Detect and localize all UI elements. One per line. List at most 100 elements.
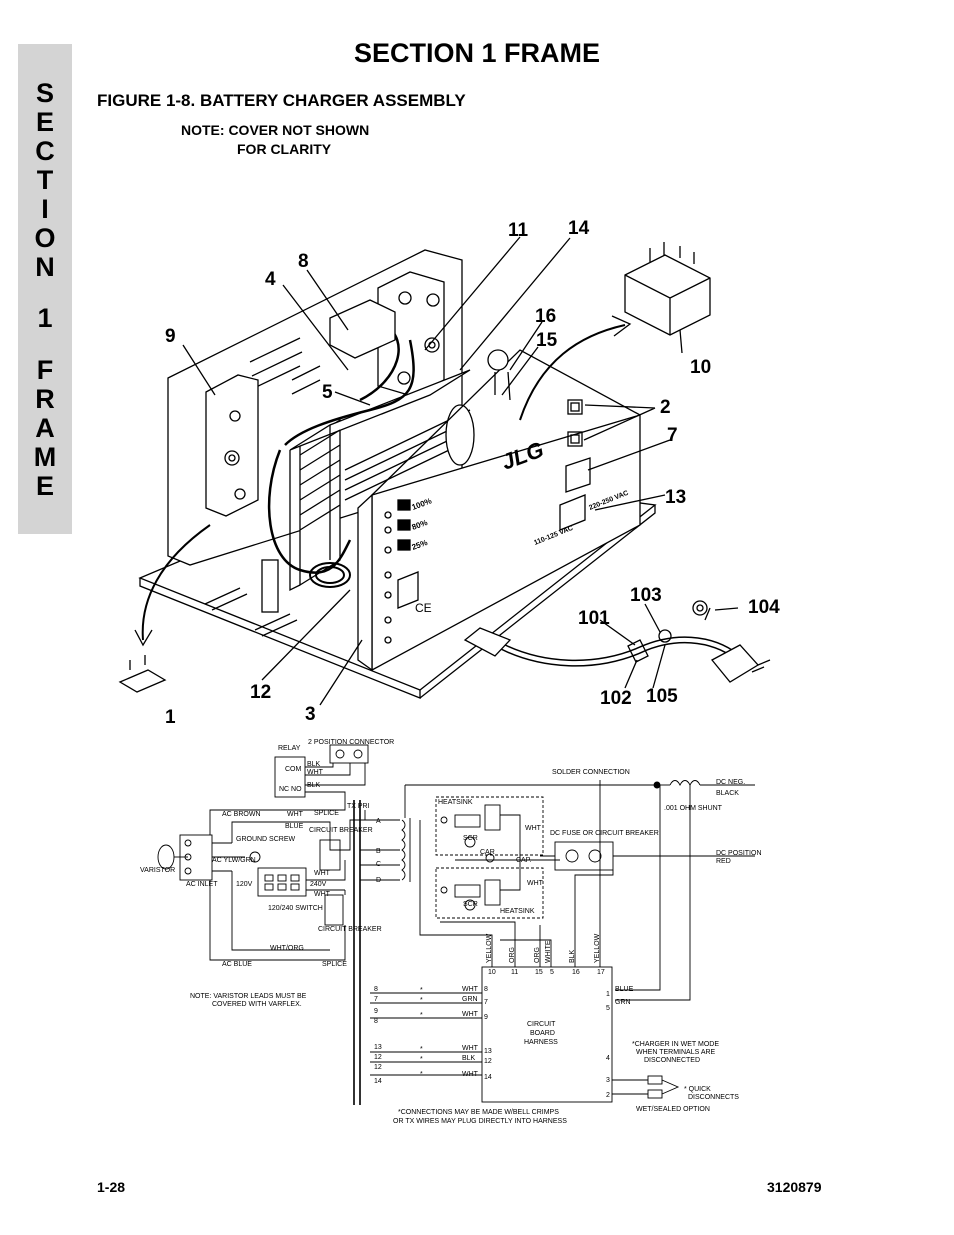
relay-label: RELAY <box>278 745 301 752</box>
board-label-line3: HARNESS <box>524 1039 558 1046</box>
callout-14: 14 <box>568 218 590 239</box>
harness-right-pin: 3 <box>606 1077 610 1084</box>
black-label: BLACK <box>716 790 739 797</box>
car-label: CAR <box>480 849 495 856</box>
callout-15: 15 <box>536 330 558 351</box>
red-label: RED <box>716 858 731 865</box>
wire-blk-label: BLK <box>307 761 321 768</box>
svg-text:*: * <box>420 1046 423 1053</box>
callout-104: 104 <box>748 597 780 618</box>
solder-connection-label: SOLDER CONNECTION <box>552 769 630 776</box>
wire-wht-label: WHT <box>527 880 544 887</box>
page-number: 1-28 <box>97 1179 126 1195</box>
scr-label: SCR <box>463 901 478 908</box>
board-label-line1: CIRCUIT <box>527 1021 556 1028</box>
harness-row-pin: 7 <box>484 999 488 1006</box>
callout-8: 8 <box>298 251 309 272</box>
switch-label: 120/240 SWITCH <box>268 905 323 912</box>
harness-row-color: BLK <box>462 1055 476 1062</box>
harness-top-pin: 5 <box>550 969 554 976</box>
harness-row-pin: 14 <box>484 1074 492 1081</box>
callout-7: 7 <box>667 425 678 446</box>
board-label-line2: BOARD <box>530 1030 555 1037</box>
scr-label: SCR <box>463 835 478 842</box>
harness-top-pin: 17 <box>597 969 605 976</box>
wire-grn-label: GRN <box>615 999 631 1006</box>
harness-aux-num: 12 <box>374 1064 382 1071</box>
harness-row-num: 7 <box>374 996 378 1003</box>
side-letter: N <box>35 252 55 282</box>
section-side-tab: S E C T I O N 1 F R A M E <box>18 44 72 534</box>
harness-row-num: 12 <box>374 1054 382 1061</box>
side-letter: 1 <box>37 303 53 333</box>
harness-row-num: 14 <box>374 1078 382 1085</box>
varistor-label: VARISTOR <box>140 867 175 874</box>
harness-top-pin: 16 <box>572 969 580 976</box>
quick-disconnect-line2: DISCONNECTS <box>688 1094 739 1101</box>
harness-row-num: 8 <box>374 986 378 993</box>
side-letter: S <box>35 78 54 108</box>
harness-row-pin: 8 <box>484 986 488 993</box>
charger-assembly-illustration: JLG 100% 80% 25% CE 110-125 VAC 220-250 … <box>118 218 780 728</box>
relay-com-label: COM <box>285 766 302 773</box>
harness-row-num: 13 <box>374 1044 382 1051</box>
shunt-label: .001 OHM SHUNT <box>664 805 723 812</box>
cap-label: CAP. <box>516 857 531 864</box>
wire-white-label: WHITE <box>545 940 552 963</box>
svg-text:*: * <box>420 1071 423 1078</box>
wet-mode-note-line1: *CHARGER IN WET MODE <box>632 1041 719 1048</box>
wire-blk-label: BLK <box>569 949 576 963</box>
harness-right-pin: 5 <box>606 1005 610 1012</box>
varistor-note-line1: NOTE: VARISTOR LEADS MUST BE <box>190 993 307 1000</box>
callout-101: 101 <box>578 608 610 629</box>
callout-11: 11 <box>508 220 529 241</box>
harness-top-pin: 10 <box>488 969 496 976</box>
wire-blue-label: BLUE <box>285 823 304 830</box>
ac-blue-label: AC BLUE <box>222 961 252 968</box>
callout-4: 4 <box>265 269 276 290</box>
callout-12: 12 <box>250 682 271 703</box>
cover-note-line2: FOR CLARITY <box>237 141 332 157</box>
harness-row-pin: 9 <box>484 1014 488 1021</box>
harness-row-color: GRN <box>462 996 478 1003</box>
harness-right-pin: 2 <box>606 1092 610 1099</box>
tx-tap-c: C <box>376 861 381 868</box>
harness-right-pin: 4 <box>606 1055 610 1062</box>
callout-3: 3 <box>305 704 316 725</box>
callout-16: 16 <box>535 306 556 327</box>
figure-title: FIGURE 1-8. BATTERY CHARGER ASSEMBLY <box>97 91 466 110</box>
wire-org-label: ORG <box>509 947 516 963</box>
ground-screw-label: GROUND SCREW <box>236 836 296 843</box>
ac-inlet-label: AC INLET <box>186 881 218 888</box>
240v-label: 240V <box>310 881 327 888</box>
120v-label: 120V <box>236 881 253 888</box>
svg-text:*: * <box>420 1012 423 1019</box>
relay-nc-no-label: NC NO <box>279 786 302 793</box>
wire-org-label: ORG <box>534 947 541 963</box>
splice-label: SPLICE <box>322 961 347 968</box>
varistor-note-line2: COVERED WITH VARFLEX. <box>212 1001 302 1008</box>
tx-tap-b: B <box>376 848 381 855</box>
wire-wht-label: WHT <box>307 769 324 776</box>
tx-pri-label: TX PRI <box>347 803 370 810</box>
side-letter: C <box>35 136 55 166</box>
two-position-connector-label: 2 POSITION CONNECTOR <box>308 739 394 746</box>
circuit-breaker-label: CIRCUIT BREAKER <box>318 926 382 933</box>
callout-1: 1 <box>165 707 176 728</box>
wire-wht-label: WHT <box>287 811 304 818</box>
wire-yellow-label: YELLOW <box>486 933 493 963</box>
callout-10: 10 <box>690 357 711 378</box>
wht-org-label: WHT/ORG <box>270 945 304 952</box>
cover-note-line1: NOTE: COVER NOT SHOWN <box>181 122 370 138</box>
callout-103: 103 <box>630 585 662 606</box>
svg-text:*: * <box>420 1056 423 1063</box>
side-letter: E <box>35 471 54 501</box>
harness-row-pin: 13 <box>484 1048 492 1055</box>
harness-row-color: WHT <box>462 1071 479 1078</box>
tx-tap-d: D <box>376 877 381 884</box>
wire-yellow-label: YELLOW <box>594 933 601 963</box>
callout-2: 2 <box>660 397 671 418</box>
harness-row-num: 9 <box>374 1008 378 1015</box>
ac-ylw-grn-label: AC YLW/GRN <box>212 857 256 864</box>
side-letter: R <box>35 384 55 414</box>
